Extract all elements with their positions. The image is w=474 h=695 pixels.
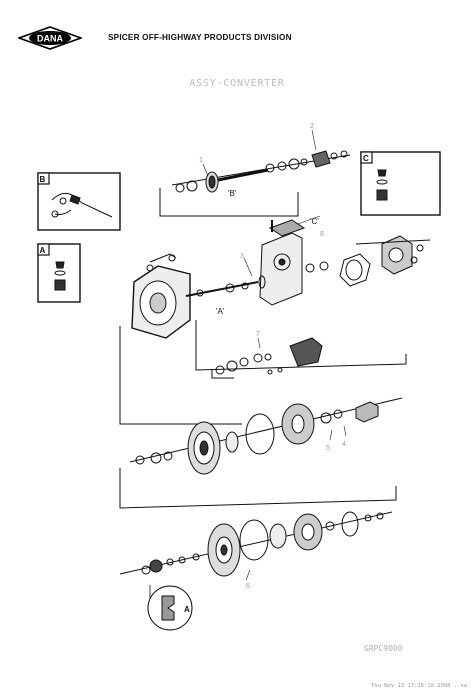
detail-label-b: B bbox=[40, 175, 46, 184]
reactor-assembly bbox=[129, 397, 403, 475]
ref-number-7: 7 bbox=[256, 331, 260, 338]
detail-box-a bbox=[37, 243, 81, 303]
detail-label-a: A bbox=[40, 246, 46, 255]
ref-number-5: 5 bbox=[326, 445, 330, 452]
page-header: DANA SPICER OFF-HIGHWAY PRODUCTS DIVISIO… bbox=[18, 26, 458, 52]
turbine-assembly bbox=[119, 511, 393, 581]
inset-detail-a bbox=[147, 585, 193, 631]
inset-callout-a: A bbox=[184, 605, 190, 614]
leader-frame-2 bbox=[119, 468, 397, 509]
shaft-assembly-top bbox=[159, 129, 351, 217]
dana-logo: DANA bbox=[18, 26, 82, 50]
division-name: SPICER OFF-HIGHWAY PRODUCTS DIVISION bbox=[108, 33, 292, 42]
drawing-title: ASSY-CONVERTER bbox=[189, 78, 285, 89]
leader-frame bbox=[119, 326, 242, 425]
pump-housing bbox=[259, 215, 321, 306]
print-timestamp: Thu Nov 13 17:16:18 2008 ..sw bbox=[371, 683, 468, 689]
ref-number-1: 1 bbox=[199, 157, 203, 164]
ref-number-4: 4 bbox=[342, 441, 346, 448]
detail-box-b bbox=[37, 172, 121, 231]
detail-box-c bbox=[360, 151, 441, 216]
detail-label-c: C bbox=[363, 154, 369, 163]
logo-text: DANA bbox=[37, 34, 63, 44]
ref-number-3: 3 bbox=[240, 253, 244, 260]
callout-c: 'C' bbox=[310, 217, 319, 226]
callout-b: 'B' bbox=[228, 189, 237, 198]
output-flange bbox=[339, 235, 431, 287]
ref-number-2: 2 bbox=[310, 123, 314, 130]
pump-gear-set bbox=[195, 320, 407, 379]
ref-number-6: 6 bbox=[246, 583, 250, 590]
ref-number-8: 8 bbox=[320, 231, 324, 238]
converter-housing bbox=[131, 253, 329, 339]
callout-a: 'A' bbox=[216, 307, 225, 316]
drawing-code: GRPC9000 bbox=[364, 644, 403, 653]
